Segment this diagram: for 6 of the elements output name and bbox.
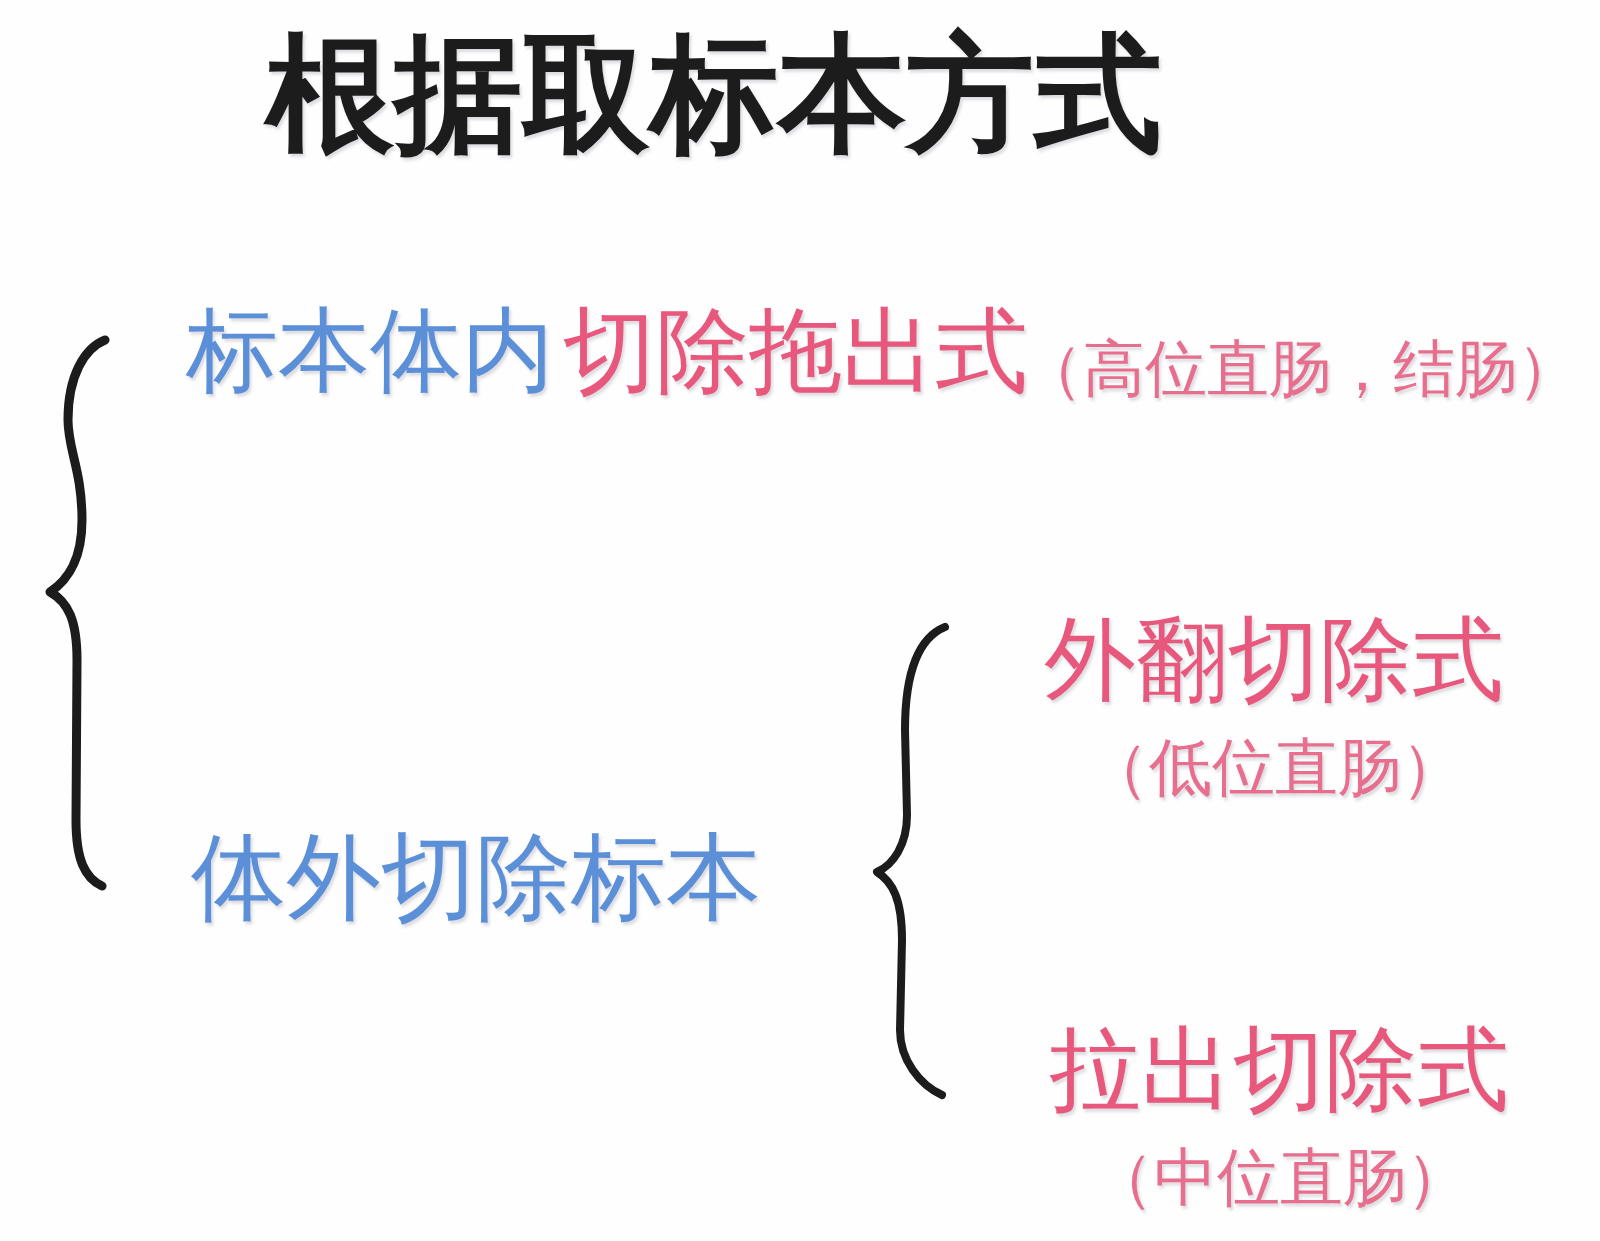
method-label: 拉出切除式 xyxy=(1049,1024,1509,1116)
category-label: 体外切除标本 xyxy=(191,830,761,925)
method-label: 外翻切除式 xyxy=(1044,614,1504,706)
location-note: （低位直肠） xyxy=(1086,736,1464,799)
location-note: （中位直肠） xyxy=(1091,1146,1469,1209)
category-label: 标本体内 xyxy=(186,305,554,397)
